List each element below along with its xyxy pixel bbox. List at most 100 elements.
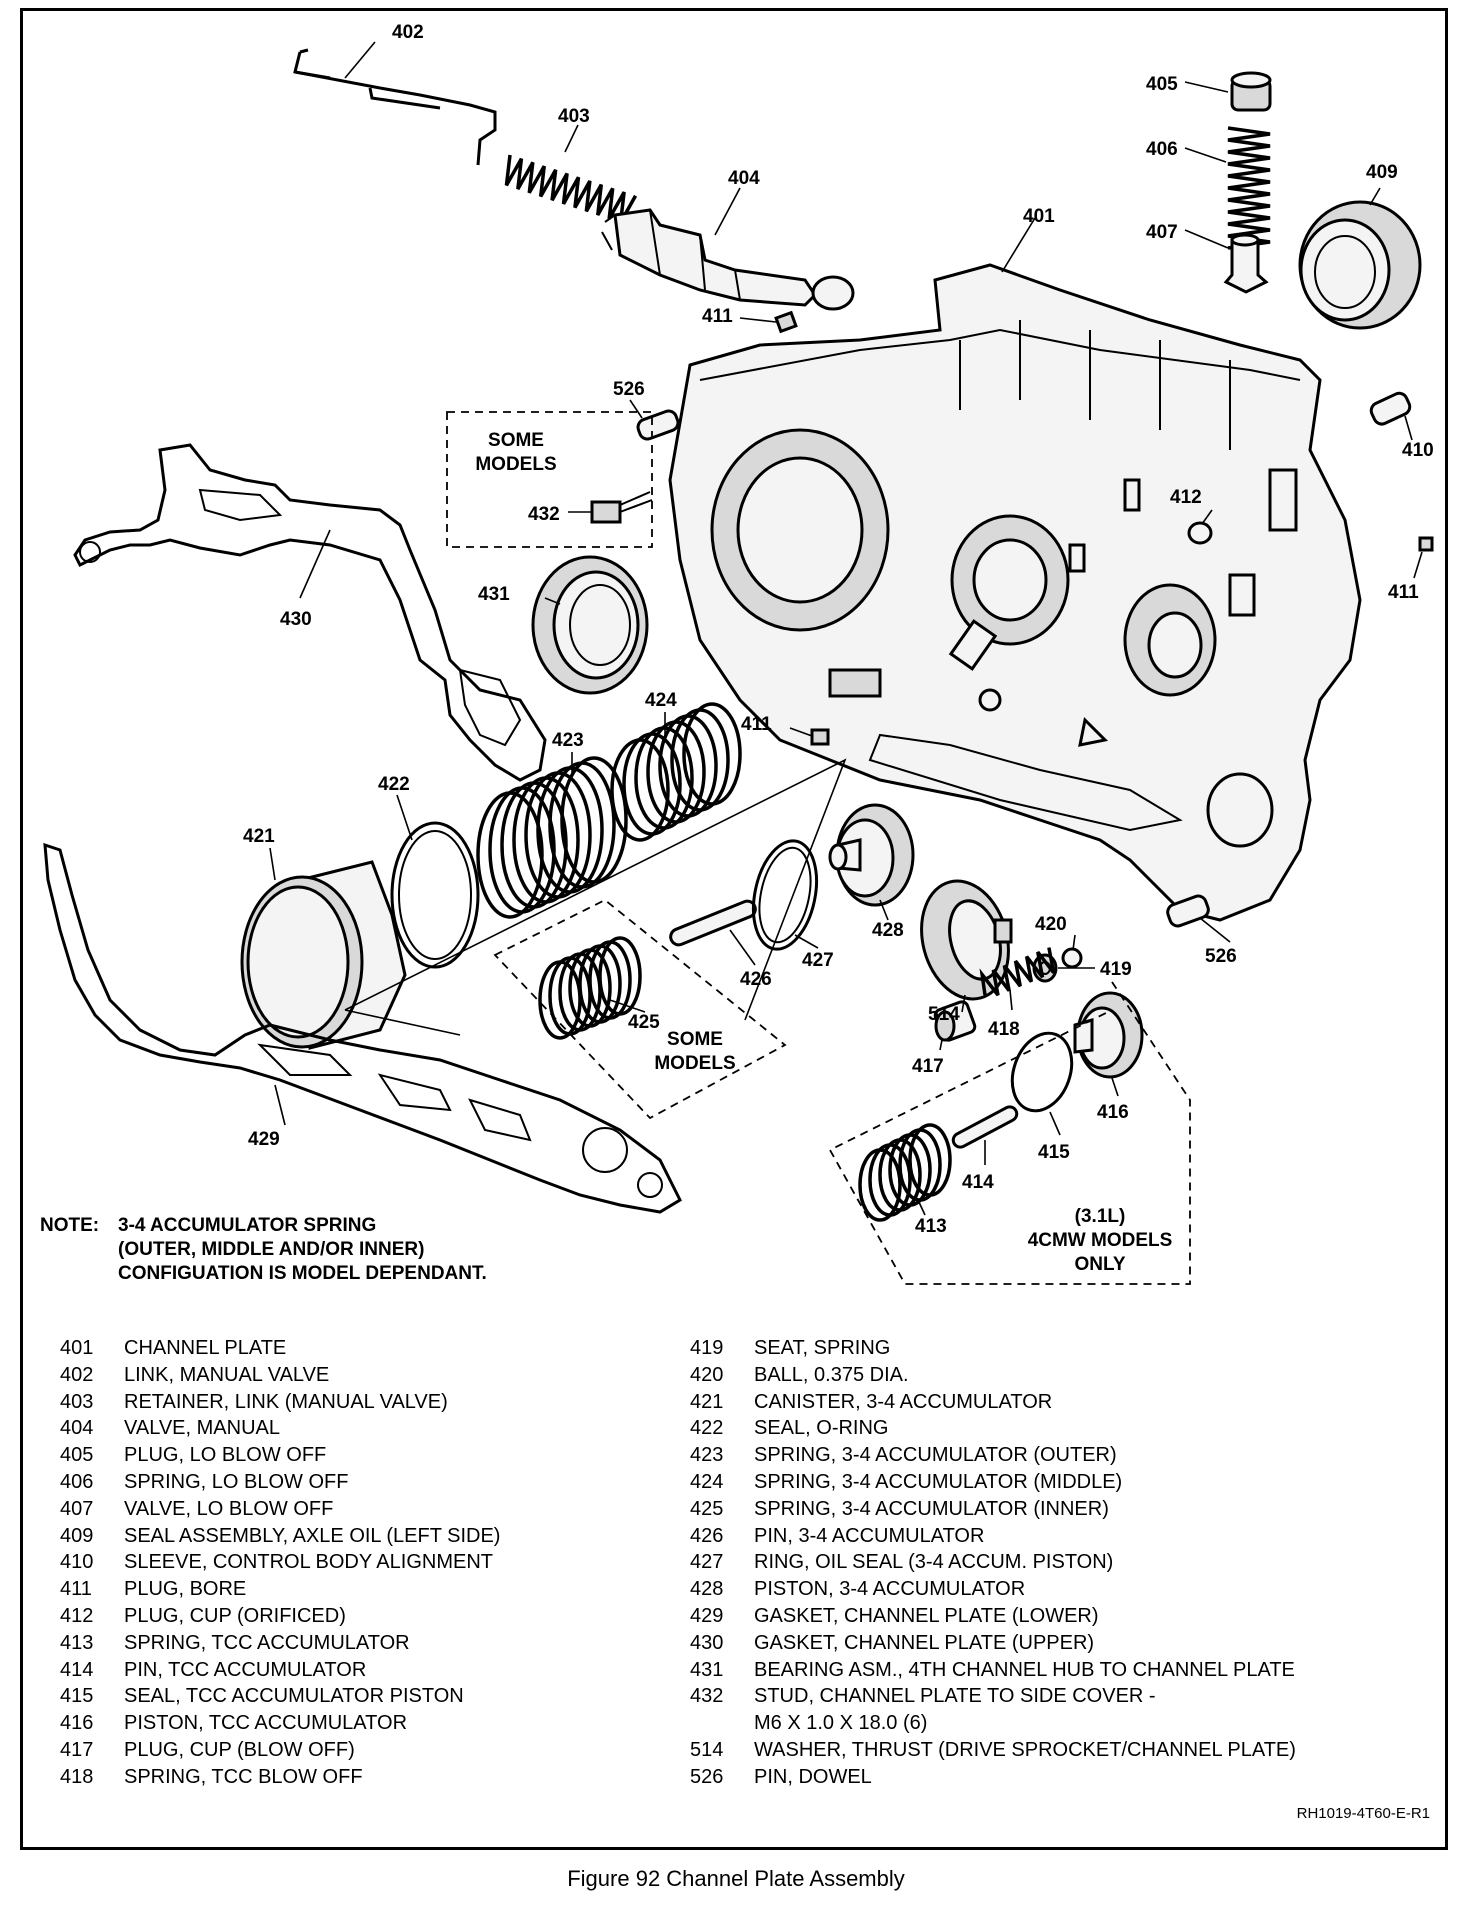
exploded-view-diagram: 402 403 404 405 406 407 409 401 410 411 … xyxy=(43,22,1434,1285)
label-526-bottom: 526 xyxy=(1205,946,1237,967)
control-body-sleeve-410 xyxy=(1369,391,1412,426)
label-427: 427 xyxy=(802,950,834,971)
legend-item: 402 LINK, MANUAL VALVE xyxy=(60,1362,690,1389)
legend-item-number: 410 xyxy=(60,1551,94,1574)
legend-item-description: PIN, DOWEL xyxy=(754,1765,872,1788)
legend-item-number: 422 xyxy=(690,1417,724,1440)
label-402: 402 xyxy=(392,22,424,43)
accumulator-spring-outer-423 xyxy=(476,756,628,919)
legend-item-description: PLUG, CUP (ORIFICED) xyxy=(124,1604,346,1627)
legend-item-number: 411 xyxy=(60,1578,92,1601)
accumulator-spring-inner-425 xyxy=(538,936,642,1040)
legend-item-description: CHANNEL PLATE xyxy=(124,1337,287,1359)
legend-item-number: 416 xyxy=(60,1712,94,1735)
legend-item-description: PIN, TCC ACCUMULATOR xyxy=(124,1658,367,1681)
legend-item-number: 417 xyxy=(60,1738,94,1761)
legend-item-description: LINK, MANUAL VALVE xyxy=(124,1363,330,1386)
legend-item-description: SPRING, LO BLOW OFF xyxy=(124,1470,349,1493)
link-retainer-403 xyxy=(504,154,638,224)
label-526-top: 526 xyxy=(613,379,645,400)
bore-plug-411-mid xyxy=(810,728,830,746)
tcc-accumulator-pin-414 xyxy=(951,1105,1019,1149)
legend-item-number: 406 xyxy=(60,1470,94,1493)
bore-plug-411-right xyxy=(1418,536,1434,552)
legend-item-number: 431 xyxy=(690,1658,724,1681)
lo-blow-off-valve-407 xyxy=(1223,233,1269,294)
legend-item-description: SPRING, TCC ACCUMULATOR xyxy=(124,1631,410,1654)
legend-item: 416 PISTON, TCC ACCUMULATOR xyxy=(60,1710,690,1737)
legend-item-description: SPRING, TCC BLOW OFF xyxy=(124,1765,363,1788)
legend-item-number: 401 xyxy=(60,1337,94,1359)
label-413: 413 xyxy=(915,1216,947,1237)
legend-item: 411 PLUG, BORE xyxy=(60,1576,690,1603)
legend-item-number: 420 xyxy=(690,1363,724,1386)
legend-item-number: 432 xyxy=(690,1685,724,1708)
side-cover-stud-432 xyxy=(590,491,653,524)
legend-item-number: 402 xyxy=(60,1363,94,1386)
label-405: 405 xyxy=(1146,74,1178,95)
label-429: 429 xyxy=(248,1129,280,1150)
label-421: 421 xyxy=(243,826,275,847)
label-423: 423 xyxy=(552,730,584,751)
legend-item-number: 403 xyxy=(60,1390,94,1413)
label-401: 401 xyxy=(1023,206,1055,227)
legend-item-description: SEAT, SPRING xyxy=(754,1337,891,1359)
parts-legend: 401 CHANNEL PLATE 402 LINK, MANUAL VALVE 403… xyxy=(60,1335,1420,1791)
figure-frame xyxy=(20,8,1448,1850)
tcc-accumulator-spring-413 xyxy=(858,1123,952,1222)
label-410: 410 xyxy=(1402,440,1434,461)
label-414: 414 xyxy=(962,1172,994,1193)
legend-item-description: PIN, 3-4 ACCUMULATOR xyxy=(754,1524,985,1547)
legend-item-description: BALL, 0.375 DIA. xyxy=(754,1363,909,1386)
callouts: SOME MODELS SOME MODELS (3.1L) 4CMW MODE… xyxy=(475,430,1172,1275)
legend-item: 413 SPRING, TCC ACCUMULATOR xyxy=(60,1630,690,1657)
legend-item-number: 425 xyxy=(690,1497,724,1520)
thrust-washer-514 xyxy=(920,879,1013,1001)
some-models-a-line1: SOME xyxy=(488,430,544,451)
label-411-top: 411 xyxy=(702,306,733,327)
legend-item-description: PLUG, CUP (BLOW OFF) xyxy=(124,1738,355,1761)
legend-item-description: SPRING, 3-4 ACCUMULATOR (OUTER) xyxy=(754,1444,1117,1467)
legend-item-number: 421 xyxy=(690,1390,724,1413)
legend-item: 403 RETAINER, LINK (MANUAL VALVE) xyxy=(60,1389,690,1416)
legend-item-number: 412 xyxy=(60,1604,94,1627)
accumulator-canister-421 xyxy=(240,860,407,1050)
label-415: 415 xyxy=(1038,1142,1070,1163)
legend-item-number: 414 xyxy=(60,1658,94,1681)
some-models-box-a xyxy=(446,411,653,548)
note-line-3: CONFIGUATION IS MODEL DEPENDANT. xyxy=(118,1263,487,1284)
legend-item-number: 426 xyxy=(690,1524,724,1547)
legend-item-description: PLUG, BORE xyxy=(124,1578,247,1601)
parts-legend-left: 401 CHANNEL PLATE 402 LINK, MANUAL VALVE 403… xyxy=(60,1335,690,1791)
legend-item: 426 PIN, 3-4 ACCUMULATOR xyxy=(690,1523,1296,1550)
tcc-piston-seal-415 xyxy=(1010,1031,1074,1113)
some-models-box-b xyxy=(493,898,787,1120)
legend-item-description: SLEEVE, CONTROL BODY ALIGNMENT xyxy=(124,1551,493,1574)
legend-item-number: 413 xyxy=(60,1631,94,1654)
legend-item-number: 427 xyxy=(690,1551,724,1574)
tcc-piston-416 xyxy=(1073,991,1144,1079)
cup-plug-412 xyxy=(1187,521,1213,545)
channel-hub-bearing-431 xyxy=(531,555,649,695)
4cmw-models-box xyxy=(828,981,1191,1285)
bore-plug-411-top xyxy=(774,310,798,334)
upper-gasket-430 xyxy=(73,443,547,782)
reference-code: RH1019-4T60-E-R1 xyxy=(1296,1805,1430,1822)
legend-item-description: SPRING, 3-4 ACCUMULATOR (INNER) xyxy=(754,1497,1109,1520)
label-431: 431 xyxy=(478,584,510,605)
legend-item-description: PISTON, TCC ACCUMULATOR xyxy=(124,1712,408,1735)
legend-item-number: 404 xyxy=(60,1417,94,1440)
legend-item-description: RETAINER, LINK (MANUAL VALVE) xyxy=(124,1390,448,1413)
axle-oil-seal-409 xyxy=(1298,200,1422,330)
legend-item-description: PLUG, LO BLOW OFF xyxy=(124,1444,327,1467)
label-514: 514 xyxy=(928,1004,960,1025)
